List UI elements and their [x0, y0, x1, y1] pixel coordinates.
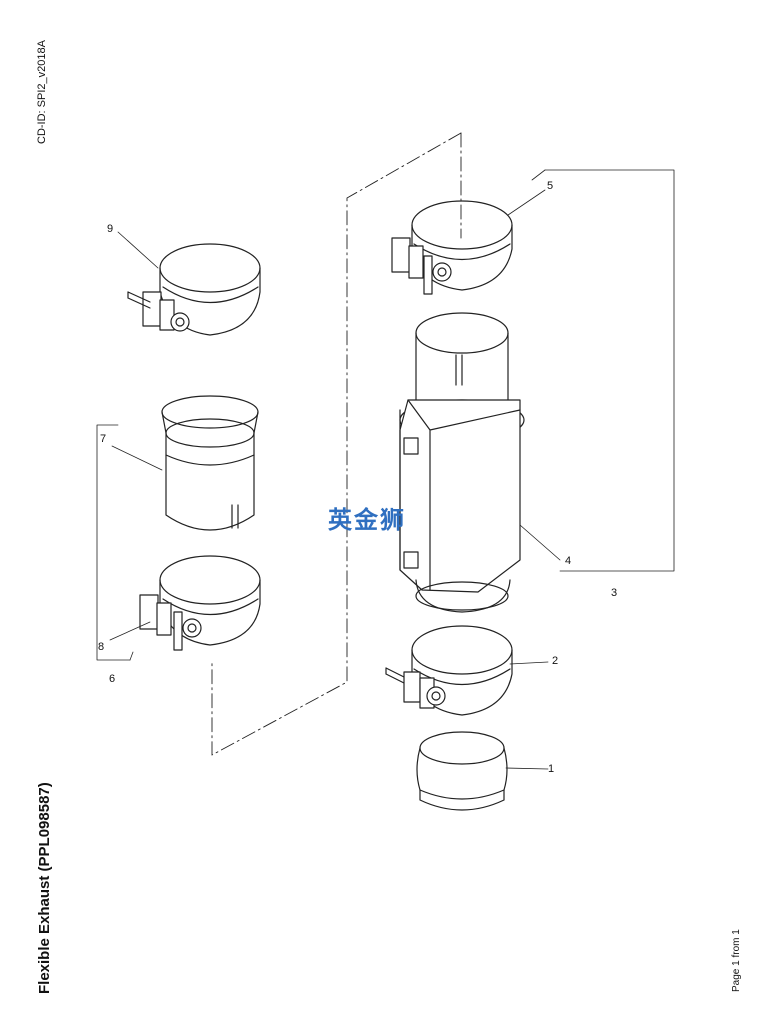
part-2-clamp — [385, 625, 513, 716]
callout-9: 9 — [107, 223, 113, 235]
callout-6: 6 — [109, 673, 115, 685]
leader-lines — [109, 189, 561, 770]
callout-2: 2 — [552, 655, 558, 667]
part-7-sleeve — [161, 395, 259, 531]
callout-4: 4 — [565, 555, 571, 567]
part-8-clamp — [139, 555, 261, 651]
part-5-clamp — [391, 200, 513, 295]
bracket-3 — [531, 169, 675, 572]
callout-8: 8 — [98, 641, 104, 653]
assembly-axis — [211, 132, 462, 756]
watermark: 英金狮 — [328, 506, 406, 534]
callout-7: 7 — [100, 433, 106, 445]
part-4-flex-joint — [399, 312, 525, 613]
part-1-gasket — [416, 731, 508, 811]
part-9-clamp — [127, 243, 261, 336]
bracket-6 — [96, 424, 134, 661]
callout-3: 3 — [611, 587, 617, 599]
callout-5: 5 — [547, 180, 553, 192]
callout-1: 1 — [548, 763, 554, 775]
